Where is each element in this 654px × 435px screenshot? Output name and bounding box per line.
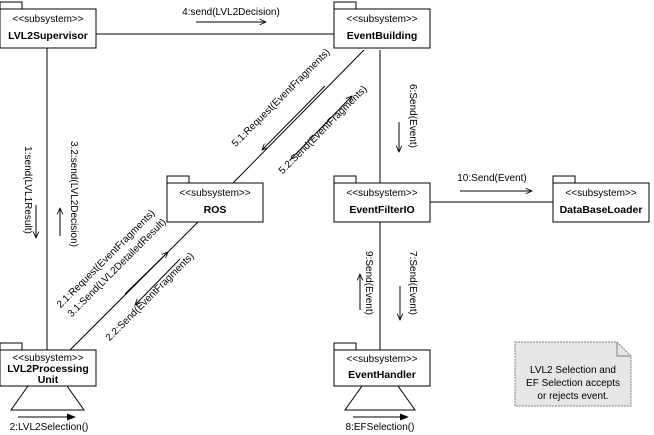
subsystem-lvl2processingunit[interactable]: <<subsystem>> LVL2Processing Unit	[0, 342, 97, 387]
subsystem-name: DataBaseLoader	[560, 204, 643, 216]
subsystem-name: LVL2Supervisor	[8, 30, 88, 42]
msg-label-m10: 10:Send(Event)	[457, 173, 527, 184]
subsystem-eventfilterio[interactable]: <<subsystem>> EventFilterIO	[333, 175, 431, 223]
message-arrows	[18, 22, 532, 421]
stand-processingunit	[10, 385, 85, 411]
msg-label-m52: 5.2:Send(EventFragments)	[277, 84, 370, 177]
subsystem-name: ROS	[204, 204, 227, 216]
stereotype-label: <<subsystem>>	[346, 14, 417, 25]
msg-label-m32: 3.2:send(LVL2Decision)	[68, 141, 79, 247]
msg-label-m7: 7:Send(Event)	[407, 251, 418, 315]
msg-label-m1: 1:send(LVL1Result)	[22, 146, 33, 234]
subsystem-eventbuilding[interactable]: <<subsystem>> EventBuilding	[333, 1, 431, 49]
note-line-3: or rejects event.	[537, 391, 608, 402]
connections	[46, 33, 553, 351]
stereotype-label: <<subsystem>>	[12, 353, 83, 364]
stereotype-label: <<subsystem>>	[12, 14, 83, 25]
arrow-m21	[124, 252, 168, 295]
msg-label-m9: 9:Send(Event)	[363, 251, 374, 315]
link-ros-processingunit	[69, 221, 199, 351]
subsystem-name-line2: Unit	[38, 374, 59, 386]
stereotype-label: <<subsystem>>	[346, 354, 417, 365]
arrow-m52	[289, 96, 352, 161]
msg-label-m31: 3.1:Send(LVL2DetailedResult)	[66, 217, 169, 320]
subsystem-name: EventHandler	[348, 369, 416, 381]
msg-label-m4: 4:send(LVL2Decision)	[182, 7, 280, 18]
subsystem-name: EventFilterIO	[349, 204, 414, 216]
note-line-1: LVL2 Selection and	[530, 365, 616, 376]
subsystem-eventhandler[interactable]: <<subsystem>> EventHandler	[333, 342, 431, 387]
subsystem-lvl2supervisor[interactable]: <<subsystem>> LVL2Supervisor	[0, 1, 97, 49]
subsystem-databaseloader[interactable]: <<subsystem>> DataBaseLoader	[552, 175, 650, 223]
stands	[10, 385, 416, 411]
subsystem-ros[interactable]: <<subsystem>> ROS	[166, 175, 264, 223]
arrow-m22	[135, 258, 181, 305]
msg-label-m6: 6:Send(Event)	[407, 84, 418, 148]
stereotype-label: <<subsystem>>	[565, 188, 636, 199]
arrow-m51	[262, 85, 326, 150]
msg-label-m8: 8:EFSelection()	[346, 422, 415, 433]
note-line-2: EF Selection accepts	[526, 378, 620, 389]
stereotype-label: <<subsystem>>	[179, 188, 250, 199]
subsystem-name-line1: LVL2Processing	[7, 363, 89, 375]
stereotype-label: <<subsystem>>	[346, 188, 417, 199]
note: LVL2 Selection and EF Selection accepts …	[514, 341, 632, 407]
msg-label-m2: 2:LVL2Selection()	[10, 422, 89, 433]
stand-eventhandler	[344, 385, 416, 411]
subsystem-name: EventBuilding	[347, 30, 418, 42]
link-eventbuilding-ros	[231, 49, 365, 185]
